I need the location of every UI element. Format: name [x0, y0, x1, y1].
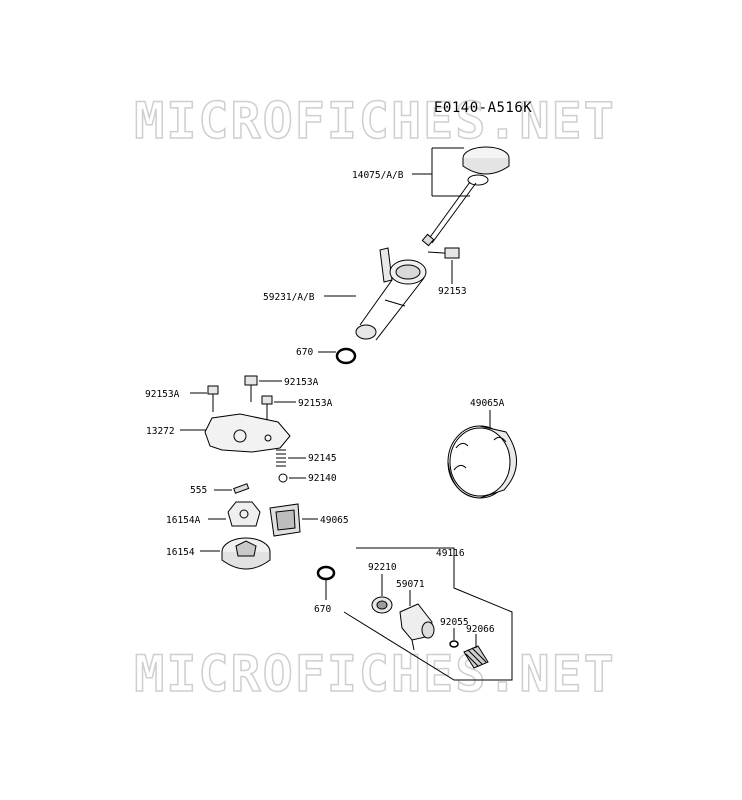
- label-pin: 555: [190, 485, 207, 496]
- pin-part: [233, 483, 250, 494]
- watermark-bottom: MICROFICHES.NET: [133, 644, 616, 704]
- label-valve: 59071: [396, 579, 425, 590]
- label-screen: 49065: [320, 515, 349, 526]
- screen-part: [269, 503, 318, 537]
- label-bolt-left: 92153A: [145, 389, 180, 400]
- label-bolt-top: 92153: [438, 286, 467, 297]
- label-plug: 92066: [466, 624, 495, 635]
- label-ball: 92140: [308, 473, 337, 484]
- label-kit: 49116: [436, 548, 465, 559]
- outer-rotor-part: [200, 537, 271, 570]
- watermark-top: MICROFICHES.NET: [133, 91, 616, 151]
- label-bolt-mid: 92153A: [284, 377, 319, 388]
- washer-part: [449, 640, 459, 648]
- label-spring: 92145: [308, 453, 337, 464]
- label-dipstick: 14075/A/B: [352, 170, 404, 181]
- bolt-top-part: [427, 247, 460, 284]
- diagram-code: E0140-A516K: [434, 100, 533, 116]
- valve-part: [399, 590, 435, 651]
- leader-dipstick: [412, 147, 470, 197]
- kit-box: [343, 547, 513, 681]
- oring-kit-part: [316, 565, 336, 581]
- inner-rotor-part: [208, 501, 261, 527]
- label-inner-rotor: 16154A: [166, 515, 201, 526]
- label-oring-kit: 670: [314, 604, 331, 615]
- oil-filter-part: [447, 410, 517, 499]
- label-cover-plate: 13272: [146, 426, 175, 437]
- bolt-left-part: [190, 385, 219, 412]
- bolt-mid-part: [244, 375, 282, 402]
- fitting-part: [371, 574, 393, 614]
- part-labels: 14075/A/B 92153 59231/A/B 670 92153A 921…: [145, 170, 505, 635]
- label-oring-tube: 670: [296, 347, 313, 358]
- tube-part: [355, 247, 427, 341]
- oring-tube-part: [335, 347, 357, 365]
- ball-part: [278, 473, 288, 483]
- bolt-right-part: [261, 395, 296, 420]
- spring-part: [276, 449, 306, 467]
- label-oil-filter: 49065A: [470, 398, 505, 409]
- label-bolt-right: 92153A: [298, 398, 333, 409]
- plug-part: [463, 634, 489, 669]
- label-tube: 59231/A/B: [263, 292, 315, 303]
- label-outer-rotor: 16154: [166, 547, 195, 558]
- cover-plate-part: [180, 413, 291, 453]
- label-fitting: 92210: [368, 562, 397, 573]
- label-washer: 92055: [440, 617, 469, 628]
- dipstick-part: [421, 146, 510, 247]
